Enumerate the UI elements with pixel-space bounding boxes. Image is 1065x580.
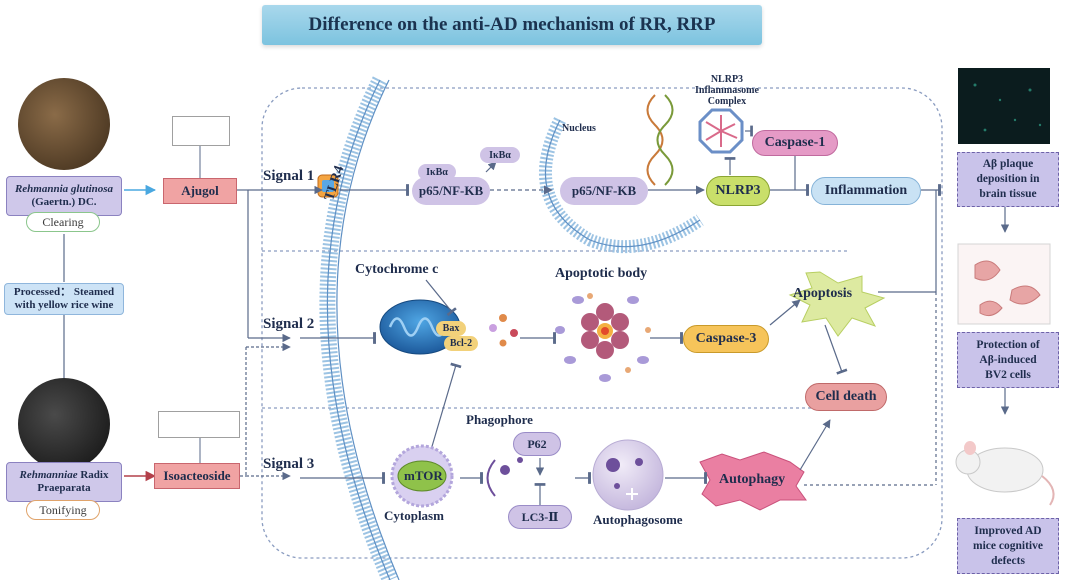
plaque-image bbox=[958, 68, 1050, 144]
rr-herb-image bbox=[18, 78, 110, 170]
nlrp3-node: NLRP3 bbox=[706, 176, 770, 206]
apoptosis-label: Apoptosis bbox=[793, 286, 853, 301]
isoacteoside-structure bbox=[158, 411, 240, 438]
apoptotic-body-label: Apoptotic body bbox=[555, 266, 648, 281]
apoptosis-burst bbox=[788, 271, 886, 337]
cytochrome-label: Cytochrome c bbox=[355, 262, 439, 277]
cytochrome-dots bbox=[489, 314, 518, 347]
rrp-herb-name: Rehmanniae Radix Praeparata bbox=[6, 462, 122, 502]
dna-helix bbox=[646, 94, 674, 186]
p65-nfkb-nucleus: p65/NF-KB bbox=[560, 177, 648, 205]
autophagy-label: Autophagy bbox=[719, 472, 786, 487]
autophagy-burst bbox=[699, 451, 807, 511]
autophagosome-vesicle bbox=[592, 439, 664, 511]
processing-step: Processed： Steamed with yellow rice wine bbox=[4, 283, 124, 315]
cell-death-node: Cell death bbox=[805, 383, 887, 411]
rrp-herb-image bbox=[18, 378, 110, 470]
rr-herb-name: Rehmannia glutinosa (Gaertn.) DC. bbox=[6, 176, 122, 216]
ajugol-structure bbox=[172, 116, 230, 146]
caspase-3: Caspase-3 bbox=[683, 325, 769, 353]
diagram-title: Difference on the anti-AD mechanism of R… bbox=[262, 5, 762, 45]
mtor-shape bbox=[390, 444, 454, 508]
nucleus-arc bbox=[539, 117, 704, 254]
caspase-1: Caspase-1 bbox=[752, 130, 838, 156]
cytoplasm-label: Cytoplasm bbox=[384, 508, 444, 523]
tonifying-tag: Tonifying bbox=[26, 500, 100, 520]
mouse-image bbox=[955, 441, 1055, 506]
cell-membrane bbox=[319, 76, 400, 580]
bax-node: Bax bbox=[436, 321, 466, 336]
phagophore-shape bbox=[486, 457, 523, 497]
nucleus-label: Nucleus bbox=[562, 123, 596, 134]
bcl2-node: Bcl-2 bbox=[444, 336, 478, 351]
cell-boundary bbox=[261, 87, 943, 559]
isoacteoside-box: Isoacteoside bbox=[154, 463, 240, 489]
p65-nfkb-cytoplasm: p65/NF-KB bbox=[412, 177, 490, 205]
phagophore-label: Phagophore bbox=[466, 412, 533, 427]
inflammation-node: Inflammation bbox=[811, 177, 921, 205]
signal-2-label: Signal 2 bbox=[263, 316, 315, 332]
ajugol-box: Ajugol bbox=[163, 178, 237, 204]
ikba-2: IκBα bbox=[480, 147, 520, 163]
apoptotic-body bbox=[555, 293, 651, 382]
ikba-1: IκBα bbox=[418, 164, 456, 180]
autophagosome-label: Autophagosome bbox=[593, 512, 683, 527]
bv2-cells-image bbox=[957, 243, 1051, 325]
lc3-node: LC3-Ⅱ bbox=[508, 505, 572, 529]
clearing-tag: Clearing bbox=[26, 212, 100, 232]
mtor-label: mTOR bbox=[404, 468, 443, 483]
signal-1-label: Signal 1 bbox=[263, 168, 315, 184]
signal-3-label: Signal 3 bbox=[263, 456, 315, 472]
p62-node: P62 bbox=[513, 432, 561, 456]
inflammasome-complex bbox=[698, 108, 744, 154]
mitochondrion bbox=[379, 299, 461, 355]
